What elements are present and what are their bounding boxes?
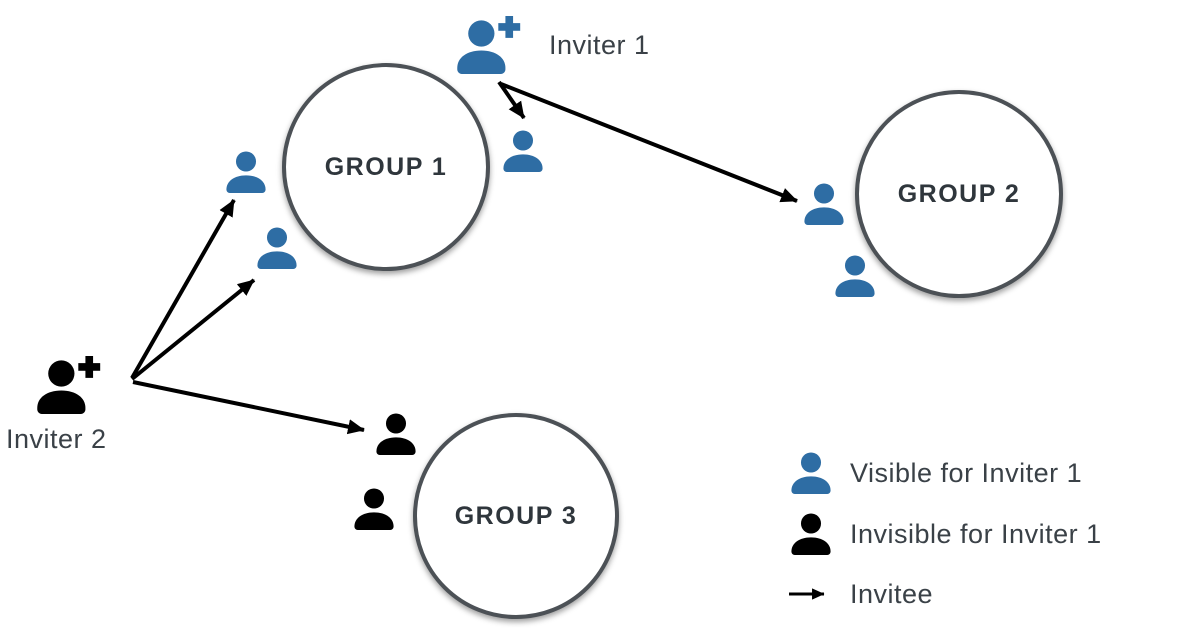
- invitee-arrow-icon: [789, 588, 825, 600]
- inviter-1-label: Inviter 1: [549, 30, 650, 60]
- invite-arrow-inviter1-to-group1-member: [497, 80, 526, 120]
- person-glyph: [376, 413, 415, 455]
- legend-visible-label: Visible for Inviter 1: [850, 457, 1083, 488]
- inviter-1-person-plus-icon: [456, 16, 522, 74]
- visible-member-icon-group1-c: [500, 130, 546, 172]
- person-glyph: [835, 255, 874, 297]
- person-glyph: [791, 513, 830, 555]
- invite-arrow-inviter2-to-group1-member-b: [130, 278, 256, 381]
- person-glyph: [226, 151, 265, 193]
- inviter-2-person-plus-icon: [36, 356, 102, 414]
- visible-member-icon-group1-a: [223, 151, 269, 193]
- legend-invisible-label: Invisible for Inviter 1: [850, 518, 1102, 549]
- person-plus-glyph: [37, 356, 100, 414]
- visible-member-icon-group2-b: [832, 255, 878, 297]
- person-glyph: [257, 227, 296, 269]
- person-glyph: [354, 488, 393, 530]
- invisible-member-icon-group3-a: [373, 413, 419, 455]
- person-glyph: [791, 452, 830, 494]
- visible-person-icon: [788, 452, 834, 494]
- invite-arrow-inviter2-to-group1-member-a: [130, 199, 236, 379]
- group-3-label: GROUP 3: [454, 501, 578, 530]
- invisible-member-icon-group3-b: [351, 488, 397, 530]
- person-glyph: [804, 183, 843, 225]
- group-2-label: GROUP 2: [897, 179, 1021, 208]
- person-glyph: [503, 130, 542, 172]
- legend-row-invitee: Invitee: [786, 577, 933, 611]
- group-2-circle: GROUP 2: [855, 90, 1063, 298]
- inviter-2-label: Inviter 2: [6, 424, 107, 454]
- group-1-circle: GROUP 1: [282, 63, 490, 271]
- invite-arrow-inviter2-to-group3-member: [132, 380, 365, 435]
- group-1-label: GROUP 1: [324, 152, 448, 181]
- legend-row-invisible: Invisible for Inviter 1: [788, 513, 1102, 555]
- legend-invitee-label: Invitee: [850, 578, 934, 609]
- visible-member-icon-group2-a: [801, 183, 847, 225]
- legend-row-visible: Visible for Inviter 1: [788, 452, 1082, 494]
- visible-member-icon-group1-b: [254, 227, 300, 269]
- person-plus-glyph: [457, 16, 520, 74]
- group-3-circle: GROUP 3: [413, 413, 619, 619]
- invisible-person-icon: [788, 513, 834, 555]
